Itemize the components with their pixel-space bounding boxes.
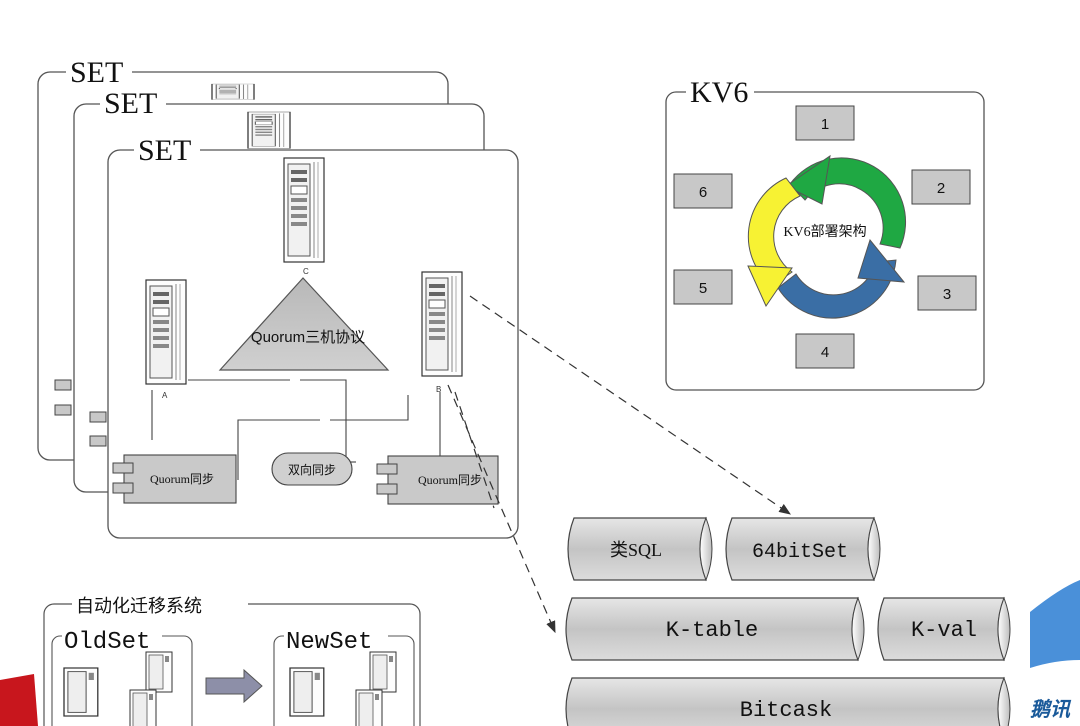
svg-text:B: B (436, 385, 441, 394)
kv6-panel: KV6 KV6部署架构 1 2 3 4 (665, 76, 985, 391)
kv6-node-1: 1 (795, 105, 855, 141)
kv6-node-5: 5 (673, 269, 733, 305)
bidirectional-sync-node: 双向同步 (271, 452, 353, 486)
svg-text:4: 4 (821, 344, 829, 361)
set-panel-front: SET Quorum三机协议 C A B (107, 134, 519, 539)
quorum-sync-right: Quorum同步 (376, 455, 499, 505)
storage-tab-bitcask: Bitcask (565, 676, 1011, 726)
connection-wires (151, 379, 441, 480)
storage-tab-64bitset: 64bitSet (725, 516, 881, 582)
svg-text:5: 5 (699, 280, 707, 297)
new-set-label: NewSet (286, 629, 372, 656)
quorum-sync-left: Quorum同步 (112, 454, 237, 504)
migration-arrow-icon (205, 668, 263, 704)
quorum-protocol-label: Quorum三机协议 (251, 329, 365, 346)
server-a: A (145, 279, 187, 400)
svg-text:Quorum同步: Quorum同步 (150, 472, 214, 486)
server-b: B (421, 271, 463, 394)
svg-text:64bitSet: 64bitSet (752, 541, 848, 564)
svg-text:Quorum同步: Quorum同步 (418, 473, 482, 487)
storage-stack: 类SQL 64bitSet K-table K-val Bitcask (565, 516, 1011, 726)
migration-panel: 自动化迁移系统 OldSet NewSet (43, 592, 421, 726)
set-label-front: SET (138, 134, 191, 167)
svg-text:C: C (303, 267, 309, 276)
logo-fragment: 鹅讯 (1030, 698, 1072, 721)
svg-text:类SQL: 类SQL (610, 540, 662, 560)
old-set-box: OldSet (51, 626, 193, 726)
old-set-label: OldSet (64, 629, 150, 656)
set-label-back: SET (70, 56, 123, 89)
kv6-cycle-diagram: KV6部署架构 (747, 154, 907, 319)
kv6-center-label: KV6部署架构 (783, 224, 866, 240)
svg-text:3: 3 (943, 286, 951, 303)
dashed-connectors (447, 295, 791, 634)
svg-text:K-table: K-table (666, 618, 758, 643)
kv6-node-3: 3 (917, 275, 977, 311)
kv6-node-2: 2 (911, 169, 971, 205)
quorum-protocol-triangle (218, 277, 390, 371)
svg-text:2: 2 (937, 180, 945, 197)
svg-text:6: 6 (699, 184, 707, 201)
storage-tab-ktable: K-table (565, 596, 865, 662)
svg-text:A: A (162, 391, 168, 400)
storage-tab-kval: K-val (877, 596, 1011, 662)
blue-swoosh-decoration (1030, 580, 1080, 668)
kv6-title: KV6 (690, 76, 748, 109)
red-corner-decoration (0, 674, 38, 726)
kv6-node-6: 6 (673, 173, 733, 209)
svg-text:Bitcask: Bitcask (740, 698, 832, 723)
server-c: C (283, 157, 325, 276)
svg-text:双向同步: 双向同步 (288, 462, 336, 477)
new-set-box: NewSet (273, 626, 415, 726)
migration-title: 自动化迁移系统 (76, 596, 202, 616)
set-label-middle: SET (104, 87, 157, 120)
svg-text:1: 1 (821, 116, 829, 133)
storage-tab-sql: 类SQL (567, 516, 713, 582)
kv6-node-4: 4 (795, 333, 855, 369)
svg-text:K-val: K-val (911, 618, 977, 643)
